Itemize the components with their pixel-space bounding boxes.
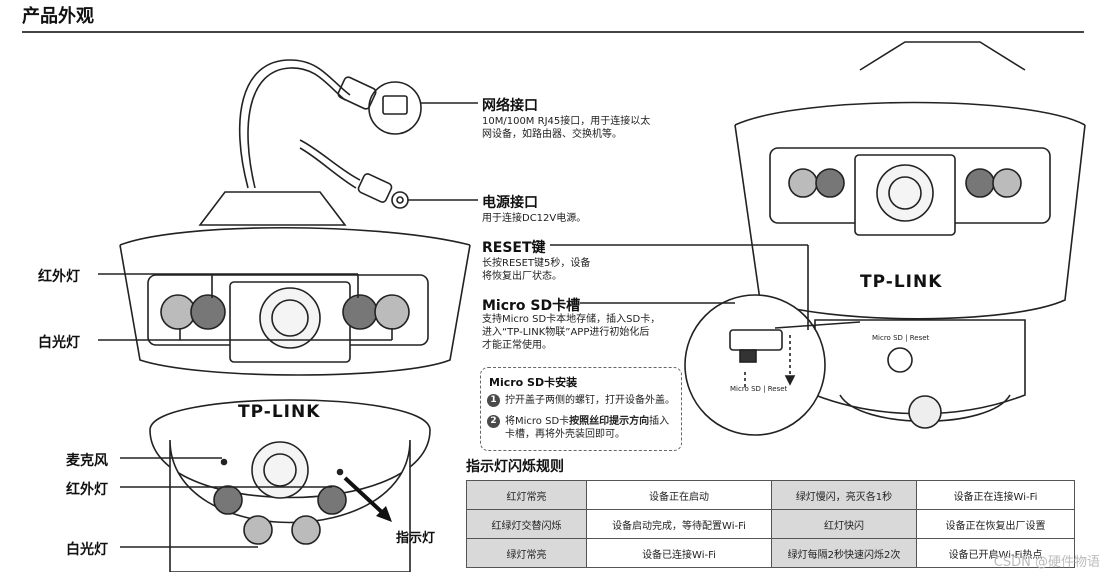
- table-row: 红灯常亮 设备正在启动 绿灯慢闪，亮灭各1秒 设备正在连接Wi-Fi: [466, 480, 1075, 510]
- upper-housing: [119, 244, 471, 376]
- network-cable: [238, 59, 351, 189]
- reset-key-title: RESET键: [482, 240, 546, 256]
- table-cell: 红灯快闪: [771, 509, 917, 539]
- ir-light-lower-right: [317, 485, 347, 515]
- sd-slot-title: Micro SD卡槽: [482, 298, 581, 314]
- rj45-nut: [337, 76, 377, 110]
- brand-logo-left: TP-LINK: [238, 402, 321, 422]
- reset-key-desc: 长按RESET键5秒，设备 将恢复出厂状态。: [482, 258, 591, 282]
- table-row: 红绿灯交替闪烁 设备启动完成，等待配置Wi-Fi 红灯快闪 设备正在恢复出厂设置: [466, 509, 1075, 539]
- network-port-desc: 10M/100M RJ45接口，用于连接以太 网设备，如路由器、交换机等。: [482, 116, 651, 140]
- power-plug: [357, 173, 393, 203]
- label-white-light-top: 白光灯: [38, 335, 80, 351]
- power-port: [391, 191, 409, 209]
- white-light-right: [374, 294, 410, 330]
- sd-install-box: Micro SD卡安装 1 拧开盖子两侧的螺钉，打开设备外盖。 2 将Micro…: [480, 367, 682, 451]
- power-port-desc: 用于连接DC12V电源。: [482, 213, 587, 224]
- rj45-connector: [368, 81, 422, 135]
- table-cell: 绿灯常亮: [466, 538, 587, 568]
- sd-slot-desc: 支持Micro SD卡本地存储，插入SD卡， 进入“TP-LINK物联”APP进…: [482, 314, 661, 351]
- right-reset-button: [887, 347, 913, 373]
- table-cell: 设备正在连接Wi-Fi: [916, 480, 1075, 510]
- sd-magnifier: [684, 294, 826, 436]
- label-white-light-bottom: 白光灯: [66, 542, 108, 558]
- label-microphone: 麦克风: [66, 453, 108, 469]
- right-camera-drawing: [550, 41, 1086, 436]
- ir-light-right: [342, 294, 378, 330]
- main-lens: [259, 287, 321, 349]
- table-cell: 红灯常亮: [466, 480, 587, 510]
- page-title: 产品外观: [22, 6, 94, 27]
- hood-rim: [119, 226, 471, 246]
- table-cell: 红绿灯交替闪烁: [466, 509, 587, 539]
- network-port-title: 网络接口: [482, 98, 538, 114]
- magnifier-panel-labels: Micro SD | Reset: [730, 385, 788, 393]
- label-ir-light-bottom: 红外灯: [66, 482, 108, 498]
- white-light-lower-left: [243, 515, 273, 545]
- table-row: 绿灯常亮 设备已连接Wi-Fi 绿灯每隔2秒快速闪烁2次 设备已开启Wi-Fi热…: [466, 538, 1075, 568]
- ir-light-lower-left: [213, 485, 243, 515]
- right-camera-top: [859, 41, 1026, 71]
- left-camera-drawing: [98, 59, 478, 572]
- white-light-left: [160, 294, 196, 330]
- indicator-hole: [336, 468, 344, 476]
- right-panel-labels: Micro SD | Reset: [872, 334, 930, 342]
- table-cell: 设备已连接Wi-Fi: [586, 538, 772, 568]
- indicator-rules-title: 指示灯闪烁规则: [466, 459, 564, 475]
- table-cell: 设备正在恢复出厂设置: [916, 509, 1075, 539]
- power-port-title: 电源接口: [482, 195, 538, 211]
- sd-install-title: Micro SD卡安装: [489, 376, 578, 389]
- indicator-rules-table: 红灯常亮 设备正在启动 绿灯慢闪，亮灭各1秒 设备正在连接Wi-Fi 红绿灯交替…: [466, 480, 1075, 568]
- ir-light-left: [190, 294, 226, 330]
- label-ir-light-top: 红外灯: [38, 269, 80, 285]
- ptz-lens: [251, 441, 309, 499]
- table-cell: 绿灯慢闪，亮灭各1秒: [771, 480, 917, 510]
- table-cell: 设备已开启Wi-Fi热点: [916, 538, 1075, 568]
- table-cell: 设备正在启动: [586, 480, 772, 510]
- camera-top-cap: [198, 191, 347, 226]
- microphone-hole: [220, 458, 228, 466]
- white-light-lower-right: [291, 515, 321, 545]
- indicator-arrow: [343, 476, 387, 517]
- table-cell: 设备启动完成，等待配置Wi-Fi: [586, 509, 772, 539]
- label-indicator: 指示灯: [396, 531, 436, 546]
- brand-logo-right: TP-LINK: [860, 272, 943, 292]
- right-main-lens: [876, 164, 934, 222]
- table-cell: 绿灯每隔2秒快速闪烁2次: [771, 538, 917, 568]
- right-hood-rim: [734, 101, 1086, 126]
- watermark: CSDN @硬件物语: [993, 555, 1100, 570]
- title-divider: [22, 31, 1084, 33]
